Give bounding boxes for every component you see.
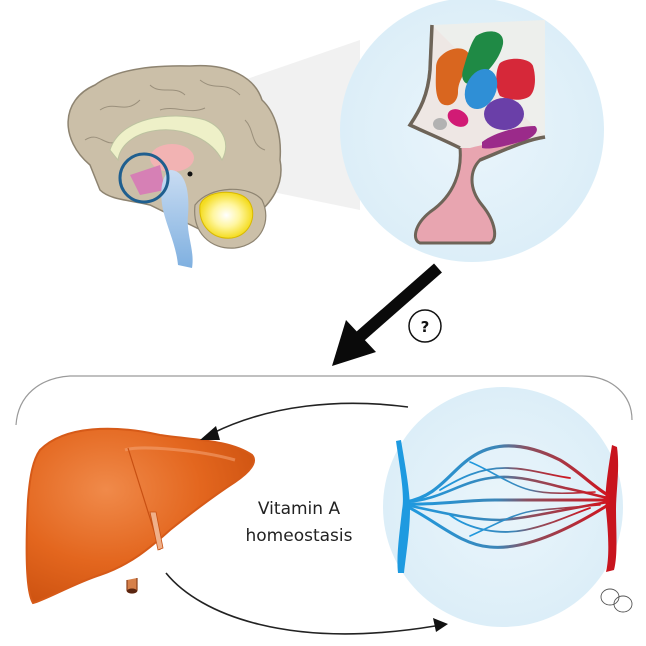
artery: [605, 445, 619, 572]
capillary-inset: [383, 387, 623, 627]
cell-blue: [464, 68, 498, 110]
cell-grey: [433, 118, 447, 130]
pineal-dot: [187, 171, 193, 177]
liver: [25, 427, 255, 605]
cell-red: [496, 58, 535, 100]
cerebellum: [199, 191, 254, 239]
pituitary-inset: [340, 0, 604, 262]
thalamus: [150, 144, 194, 172]
hypothalamus: [130, 165, 165, 195]
capillary-to-liver-arrow: [200, 402, 409, 440]
question-label: ?: [421, 318, 430, 336]
wechat-icon: [600, 588, 633, 613]
label-line-1: Vitamin A: [257, 499, 341, 519]
corpus-callosum: [109, 115, 227, 162]
cell-orange: [435, 48, 471, 106]
vitamin-a-homeostasis-label: Vitamin A homeostasis: [214, 496, 384, 550]
label-line-2: homeostasis: [245, 526, 353, 546]
cell-violet: [482, 126, 537, 149]
liver-to-capillary-arrow: [165, 572, 448, 635]
gallbladder-duct: [149, 511, 164, 551]
brain-illustration: [67, 64, 282, 268]
cell-magenta: [447, 109, 469, 127]
bottom-panel-frame: [15, 375, 633, 426]
hypothalamus-pituitary-circle: [118, 152, 170, 204]
question-badge: ?: [408, 309, 442, 343]
vein: [396, 440, 410, 573]
brainstem: [161, 170, 193, 268]
cell-purple: [484, 98, 524, 130]
cell-green: [462, 31, 504, 85]
down-left-arrow: [332, 263, 442, 366]
